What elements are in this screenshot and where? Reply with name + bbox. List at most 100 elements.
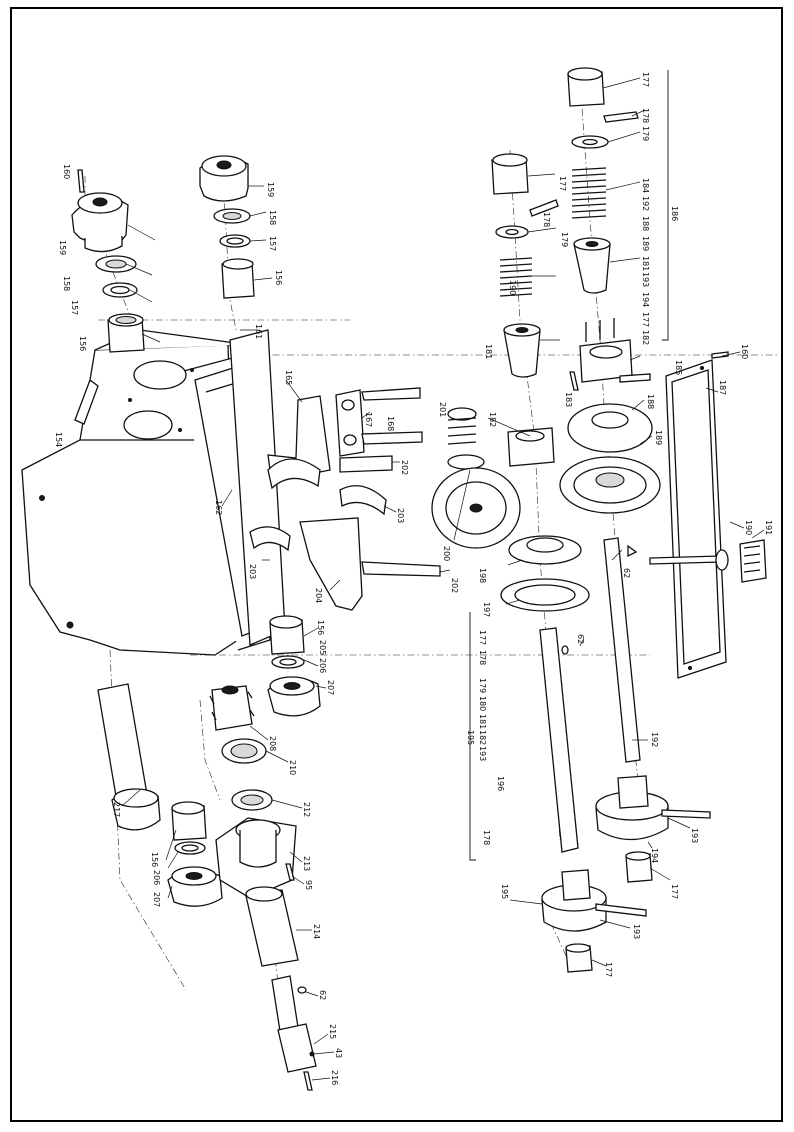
callout-217: 217: [112, 802, 121, 817]
callout-156-bot: 156: [150, 852, 159, 867]
callout-194: 194: [641, 292, 650, 307]
callout-156-left: 156: [78, 336, 87, 351]
callout-154: 154: [54, 432, 63, 447]
callout-179-mid: 179: [560, 232, 569, 247]
callout-195-grp: 195: [466, 730, 475, 745]
upper-right-parts: [567, 67, 651, 391]
callout-191: 191: [764, 520, 773, 535]
callout-156-low: 156: [316, 620, 325, 635]
callout-193-grp: 193: [478, 746, 487, 761]
callout-156-mid: 156: [274, 270, 283, 285]
callout-158-left: 158: [62, 276, 71, 291]
callout-202-top: 202: [400, 460, 409, 475]
callout-216: 216: [330, 1070, 339, 1085]
upper-left-parts: [71, 169, 145, 353]
lower-middle-parts: [215, 789, 317, 1091]
callout-brackets: [469, 70, 669, 861]
callout-205: 205: [318, 640, 327, 655]
callout-181: 181: [641, 256, 650, 271]
callout-210: 210: [288, 760, 297, 775]
callout-190-mid: 190: [508, 280, 517, 295]
callout-200: 200: [442, 546, 451, 561]
callout-159-left: 159: [58, 240, 67, 255]
callout-157-left: 157: [70, 300, 79, 315]
callout-208: 208: [268, 736, 277, 751]
middle-right-parts: [431, 153, 559, 549]
callout-203: 203: [396, 508, 405, 523]
callout-185: 185: [674, 360, 683, 375]
callout-202-bot: 202: [450, 578, 459, 593]
cover-plate-parts: [627, 351, 767, 679]
callout-181-grp: 181: [478, 714, 487, 729]
callout-187: 187: [718, 380, 727, 395]
callout-181-mid: 181: [484, 344, 493, 359]
callout-189b: 189: [654, 430, 663, 445]
callout-160-left: 160: [62, 164, 71, 179]
callout-182-mid: 182: [488, 412, 497, 427]
callout-177b: 177: [641, 312, 650, 327]
callout-197: 197: [482, 602, 491, 617]
callout-178-low: 178: [482, 830, 491, 845]
callout-62-mid: 62: [576, 634, 585, 644]
callout-194-low: 194: [650, 848, 659, 863]
callout-189: 189: [641, 236, 650, 251]
page-border: [10, 7, 783, 1122]
callout-192-low: 192: [650, 732, 659, 747]
callout-193: 193: [641, 272, 650, 287]
callout-207: 207: [326, 680, 335, 695]
callout-62-right: 62: [622, 568, 631, 578]
callout-178-grp: 178: [478, 650, 487, 665]
shift-fork-assembly: [249, 387, 441, 611]
callout-160: 160: [740, 344, 749, 359]
callout-192: 192: [641, 196, 650, 211]
gear-cluster: [500, 403, 661, 612]
callout-177: 177: [641, 72, 650, 87]
callout-179-grp: 179: [478, 678, 487, 693]
callout-95: 95: [304, 880, 313, 890]
callout-178-mid: 178: [542, 212, 551, 227]
callout-177-bot: 177: [604, 962, 613, 977]
callout-212: 212: [302, 802, 311, 817]
callout-198: 198: [478, 568, 487, 583]
callout-165: 165: [284, 370, 293, 385]
lower-left-parts: [209, 615, 321, 764]
callout-195: 195: [500, 884, 509, 899]
callout-157-mid: 157: [268, 236, 277, 251]
callout-186: 186: [670, 206, 679, 221]
callout-labels: 177 178 179 184 192 188 189 181 193 194 …: [54, 72, 773, 1085]
callout-62-low: 62: [318, 990, 327, 1000]
callout-203-left: 203: [248, 564, 257, 579]
callout-213: 213: [302, 856, 311, 871]
callout-207-bot: 207: [152, 892, 161, 907]
callout-201: 201: [438, 402, 447, 417]
callout-206: 206: [318, 658, 327, 673]
callout-177-low: 177: [670, 884, 679, 899]
callout-168: 168: [386, 416, 395, 431]
callout-43: 43: [334, 1048, 343, 1058]
leader-lines: [121, 77, 765, 1081]
lower-left-shaft-parts: [97, 683, 223, 907]
callout-206-bot: 206: [152, 870, 161, 885]
callout-193-low: 193: [690, 828, 699, 843]
callout-182: 182: [641, 330, 650, 345]
callout-179: 179: [641, 126, 650, 141]
callout-188b: 188: [646, 394, 655, 409]
callout-158-mid: 158: [268, 210, 277, 225]
callout-162: 162: [214, 500, 223, 515]
callout-178: 178: [641, 108, 650, 123]
callout-183: 183: [564, 392, 573, 407]
callout-196: 196: [496, 776, 505, 791]
callout-214: 214: [312, 924, 321, 939]
callout-215: 215: [328, 1024, 337, 1039]
callout-182-grp: 182: [478, 730, 487, 745]
callout-180-grp: 180: [478, 696, 487, 711]
callout-193-bot: 193: [632, 924, 641, 939]
callout-177-grp: 177: [478, 630, 487, 645]
callout-190: 190: [744, 520, 753, 535]
upper-middle-parts: [199, 155, 255, 299]
callout-204: 204: [314, 588, 323, 603]
callout-161: 161: [254, 324, 263, 339]
shaft-parts: [539, 537, 711, 973]
callout-167: 167: [364, 412, 373, 427]
